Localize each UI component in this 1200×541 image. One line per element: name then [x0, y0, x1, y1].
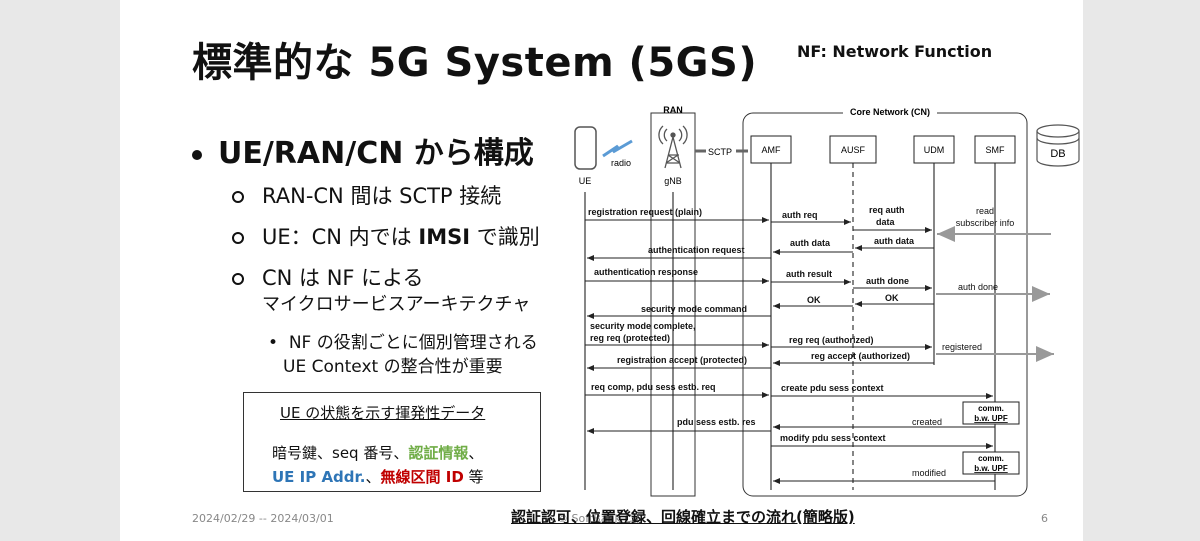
label-create-pdu: create pdu sess context [781, 383, 884, 393]
radio-id-highlight: 無線区間 ID [380, 468, 464, 486]
label-sec-complete-1: security mode complete, [590, 321, 696, 331]
auth-info-highlight: 認証情報 [408, 444, 469, 462]
ran-boundary [650, 112, 696, 497]
comm-label-1b: b.w. UPF [974, 414, 1008, 423]
label-created: created [912, 417, 942, 427]
sub-sub-bullet-line2: UE Context の整合性が重要 [283, 357, 503, 377]
volatile-data-text: 、 [468, 444, 484, 462]
sub-bullet-nf-text: CN は NF による [262, 266, 424, 290]
volatile-data-line2: UE IP Addr.、無線区間 ID 等 [272, 466, 484, 487]
sub-bullet-sctp-text: RAN-CN 間は SCTP 接続 [262, 184, 502, 208]
volatile-data-text: 暗号鍵、seq 番号、 [272, 444, 409, 462]
label-reg-accept-auth: reg accept (authorized) [811, 351, 910, 361]
sub-sub-bullet-text: NF の役割ごとに個別管理される [288, 333, 538, 353]
sub-bullet-imsi-post: で識別 [470, 225, 540, 249]
ring-bullet-icon [232, 232, 244, 244]
label-auth-data-1: auth data [790, 238, 831, 248]
label-authn-req: authentication request [648, 245, 745, 255]
ran-label: RAN [663, 105, 683, 115]
page-title: 標準的な 5G System (5GS) [192, 40, 758, 86]
label-reg-req: registration request (plain) [588, 207, 702, 217]
antenna-icon [658, 125, 688, 169]
label-auth-done-1: auth done [866, 276, 909, 286]
smf-label: SMF [986, 145, 1006, 155]
label-registered: registered [942, 342, 982, 352]
diagram-caption: 認証認可、位置登録、回線確立までの流れ(簡略版) [511, 508, 855, 526]
volatile-data-line1: 暗号鍵、seq 番号、認証情報、 [272, 442, 483, 463]
volatile-data-title: UE の状態を示す揮発性データ [280, 404, 486, 422]
cn-label: Core Network (CN) [850, 107, 930, 117]
volatile-data-text: 、 [365, 468, 381, 486]
footer-date: 2024/02/29 -- 2024/03/01 [192, 512, 334, 525]
footer-copyright: © SoftBank Co [557, 512, 639, 525]
label-req-comp: req comp, pdu sess estb. req [591, 382, 716, 392]
comm-upf-box-2 [962, 451, 1020, 475]
label-read-2: subscriber info [956, 218, 1015, 228]
label-read-1: read [976, 206, 994, 216]
sub-bullet-sctp: RAN-CN 間は SCTP 接続 [232, 180, 501, 210]
label-auth-done-2: auth done [958, 282, 998, 292]
label-pdu-res: pdu sess estb. res [677, 417, 756, 427]
label-modified: modified [912, 468, 946, 478]
sctp-label-bg [706, 144, 736, 157]
label-authn-resp: authentication response [594, 267, 698, 277]
volatile-data-box [243, 392, 541, 492]
sub-bullet-imsi-pre: UE：CN 内では [262, 225, 419, 249]
label-auth-result: auth result [786, 269, 832, 279]
gnb-label: gNB [664, 176, 682, 186]
label-auth-data-2: auth data [874, 236, 915, 246]
comm-label-2a: comm. [978, 454, 1004, 463]
ring-bullet-icon [232, 191, 244, 203]
ausf-box [829, 135, 877, 164]
ue-label: UE [579, 176, 592, 186]
cn-label-bg [843, 106, 937, 118]
phone-icon [574, 126, 597, 170]
smf-box [974, 135, 1016, 164]
sctp-label: SCTP [708, 147, 732, 157]
database-icon [1036, 124, 1080, 167]
amf-label: AMF [762, 145, 782, 155]
label-reg-req-auth: reg req (authorized) [789, 335, 874, 345]
sub-bullet-nf-line2: マイクロサービスアーキテクチャ [262, 294, 531, 315]
radio-label: radio [611, 158, 631, 168]
sub-bullet-nf: CN は NF による [232, 262, 424, 292]
ue-ip-highlight: UE IP Addr. [272, 468, 366, 486]
slide: 標準的な 5G System (5GS) NF: Network Functio… [120, 0, 1083, 541]
volatile-data-text: 等 [463, 468, 484, 486]
label-auth-req: auth req [782, 210, 818, 220]
label-sec-cmd: security mode command [641, 304, 747, 314]
label-req-auth-data-1: req auth [869, 205, 905, 215]
nf-note: NF: Network Function [797, 42, 993, 61]
udm-box [913, 135, 955, 164]
main-bullet: UE/RAN/CN から構成 [192, 128, 534, 172]
udm-label: UDM [924, 145, 945, 155]
label-sec-complete-2: reg req (protected) [590, 333, 670, 343]
label-modify-pdu: modify pdu sess context [780, 433, 886, 443]
label-ok-2: OK [885, 293, 899, 303]
small-bullet-icon: • [268, 333, 289, 353]
comm-upf-box-1 [962, 401, 1020, 425]
db-label: DB [1050, 148, 1065, 160]
page-number: 6 [1041, 512, 1048, 525]
sub-sub-bullet: • NF の役割ごとに個別管理される [268, 328, 538, 353]
label-ok-1: OK [807, 295, 821, 305]
comm-label-1a: comm. [978, 404, 1004, 413]
main-bullet-text: UE/RAN/CN から構成 [218, 136, 534, 171]
bullet-dot-icon [192, 149, 202, 160]
label-req-auth-data-2: data [876, 217, 896, 227]
label-reg-accept-prot: registration accept (protected) [617, 355, 747, 365]
comm-label-2b: b.w. UPF [974, 464, 1008, 473]
ausf-label: AUSF [841, 145, 866, 155]
sub-bullet-imsi-bold: IMSI [418, 225, 471, 249]
lightning-icon [602, 139, 633, 158]
ring-bullet-icon [232, 273, 244, 285]
sub-bullet-imsi: UE：CN 内では IMSI で識別 [232, 221, 540, 251]
